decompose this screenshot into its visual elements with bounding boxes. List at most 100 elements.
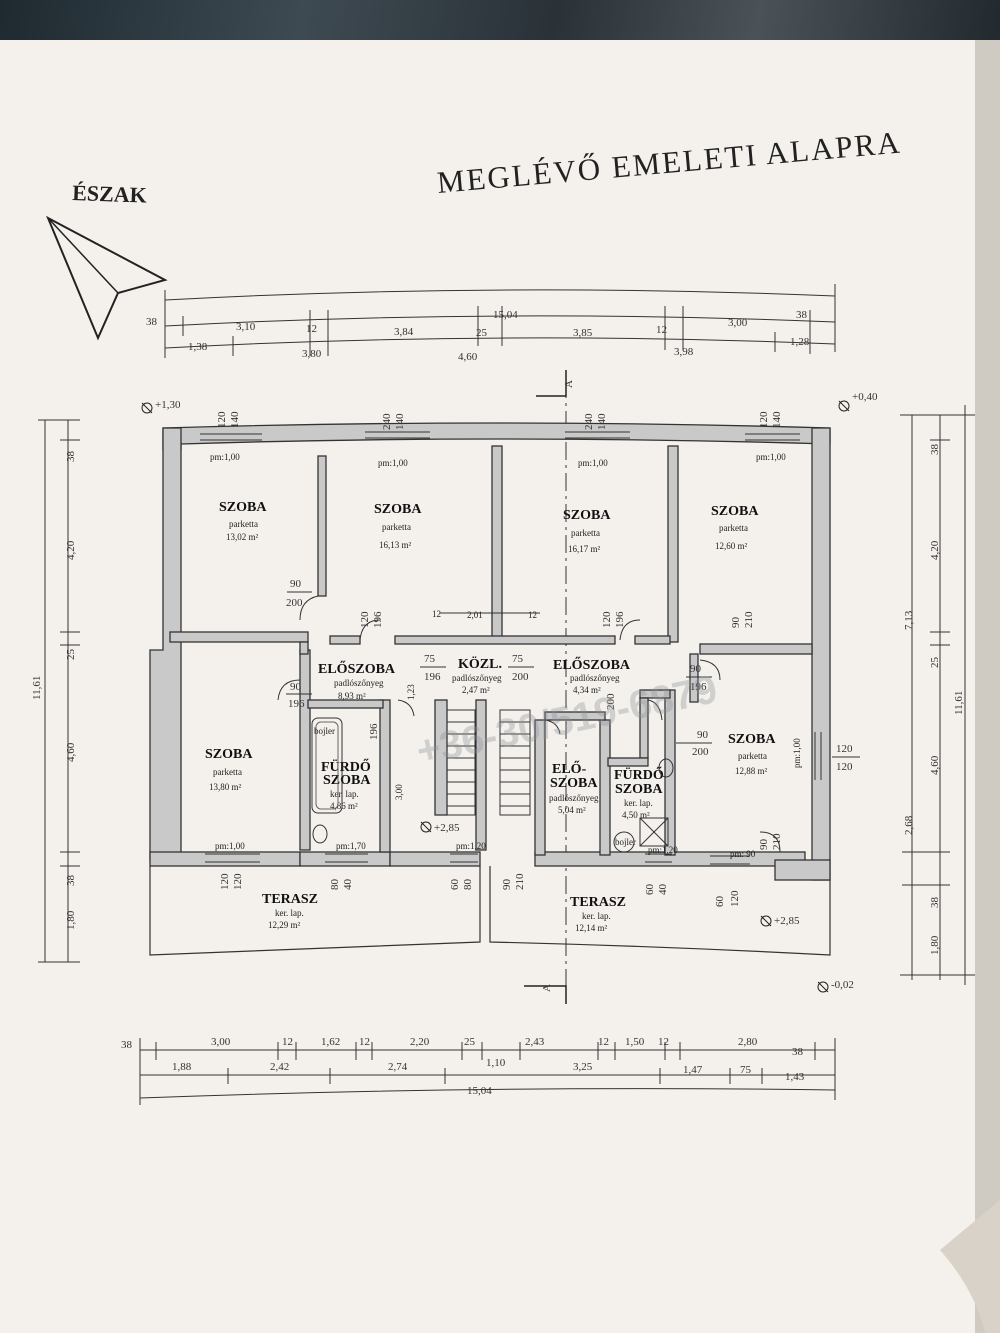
svg-text:12,88 m²: 12,88 m² bbox=[735, 766, 768, 776]
svg-text:8,93 m²: 8,93 m² bbox=[338, 691, 366, 701]
bottom-dim-12: 12 bbox=[658, 1036, 669, 1048]
bottom-dim-10: 12 bbox=[598, 1036, 609, 1048]
svg-text:16,13 m²: 16,13 m² bbox=[379, 540, 412, 550]
svg-text:4,34 m²: 4,34 m² bbox=[573, 685, 601, 695]
bottom-dim-20: 75 bbox=[740, 1064, 752, 1076]
svg-text:ker. lap.: ker. lap. bbox=[624, 798, 653, 808]
svg-text:4,86 m²: 4,86 m² bbox=[330, 801, 358, 811]
level-marker-icon-2 bbox=[420, 821, 829, 993]
svg-text:FÜRDŐ: FÜRDŐ bbox=[321, 758, 371, 775]
north-arrow-icon bbox=[46, 215, 168, 341]
right-total-dim: 11,61 bbox=[953, 691, 965, 715]
win-n4-w: 140 bbox=[771, 411, 783, 428]
boiler-label-1: bojler bbox=[314, 726, 335, 736]
bottom-dim-18: 3,25 bbox=[573, 1061, 593, 1073]
bottom-dim-5: 12 bbox=[359, 1036, 370, 1048]
win-s1-h: 120 bbox=[232, 873, 244, 890]
svg-text:ker. lap.: ker. lap. bbox=[275, 908, 304, 918]
door-9-h: 200 bbox=[692, 746, 709, 758]
svg-text:SZOBA: SZOBA bbox=[728, 732, 776, 747]
svg-text:TERASZ: TERASZ bbox=[262, 892, 318, 907]
page-curl bbox=[940, 1200, 1000, 1333]
boiler-label-2: bojler bbox=[615, 837, 636, 847]
top-dim-14: 1,28 bbox=[790, 336, 810, 348]
room-szoba-1: SZOBA parketta 13,02 m² bbox=[219, 500, 267, 542]
sill-n4: pm:1,00 bbox=[756, 452, 786, 462]
room-szoba-2: SZOBA parketta 16,13 m² bbox=[374, 502, 422, 550]
top-dim-9: 38 bbox=[796, 309, 808, 321]
room-furdo-1: FÜRDŐ SZOBA ker. lap. 4,86 m² bbox=[321, 758, 371, 811]
bottom-dim-9: 2,43 bbox=[525, 1036, 545, 1048]
win-s1-w: 120 bbox=[219, 873, 231, 890]
level-east: +2,85 bbox=[774, 915, 800, 927]
wall-12-a: 12 bbox=[432, 609, 441, 619]
sill-n3: pm:1,00 bbox=[578, 458, 608, 468]
wall-201: 2,01 bbox=[467, 610, 483, 620]
top-dim-4: 3,84 bbox=[394, 326, 414, 338]
door-8-w: 90 bbox=[690, 663, 702, 675]
sill-n2: pm:1,00 bbox=[378, 458, 408, 468]
left-dim-3: 25 bbox=[65, 649, 77, 661]
door-5-h: 196 bbox=[424, 671, 441, 683]
door-5-w: 75 bbox=[424, 653, 436, 665]
right-upper-dim: 7,13 bbox=[903, 610, 915, 630]
door-9-w: 90 bbox=[697, 729, 709, 741]
svg-text:SZOBA: SZOBA bbox=[615, 782, 663, 797]
toilet-icon bbox=[312, 758, 674, 844]
bathtub-icon bbox=[311, 717, 343, 814]
stair-123: 1,23 bbox=[406, 684, 416, 700]
bottom-dim-17: 2,74 bbox=[388, 1061, 408, 1073]
svg-text:13,80 m²: 13,80 m² bbox=[209, 782, 242, 792]
room-eloszoba-1: ELŐSZOBA padlószőnyeg 8,93 m² bbox=[318, 660, 396, 701]
svg-text:parketta: parketta bbox=[229, 519, 258, 529]
sill-s3: pm:1,20 bbox=[456, 841, 486, 851]
top-dim-3: 12 bbox=[306, 323, 317, 335]
bottom-dim-21: 1,43 bbox=[785, 1071, 805, 1083]
right-dimension-lines bbox=[900, 405, 975, 985]
openings-south bbox=[205, 853, 750, 865]
svg-text:TERASZ: TERASZ bbox=[570, 895, 626, 910]
sill-s5: pm: 90 bbox=[730, 849, 756, 859]
bottom-dim-1: 38 bbox=[121, 1039, 133, 1051]
door-8-h: 196 bbox=[690, 681, 707, 693]
sill-s1: pm:1,00 bbox=[215, 841, 245, 851]
svg-text:5,04 m²: 5,04 m² bbox=[558, 805, 586, 815]
section-marker-top bbox=[524, 370, 567, 1004]
top-dim-10: 1,38 bbox=[188, 341, 208, 353]
left-total-dim: 11,61 bbox=[31, 676, 43, 700]
stairs-icon bbox=[446, 709, 531, 816]
win-n2-w: 140 bbox=[394, 413, 406, 430]
svg-text:13,02 m²: 13,02 m² bbox=[226, 532, 259, 542]
svg-text:SZOBA: SZOBA bbox=[711, 504, 759, 519]
svg-text:parketta: parketta bbox=[738, 751, 767, 761]
left-dim-5: 38 bbox=[65, 875, 77, 887]
door-swings bbox=[277, 595, 781, 853]
level-center: +2,85 bbox=[434, 822, 460, 834]
shower-icon bbox=[639, 817, 669, 847]
win-n3-w: 140 bbox=[596, 413, 608, 430]
room-eloszoba-3: ELŐ- SZOBA padlószőnyeg 5,04 m² bbox=[549, 760, 599, 815]
door-4-w: 90 bbox=[730, 617, 742, 629]
bottom-total-dim: 15,04 bbox=[467, 1085, 492, 1097]
right-dim-4: 4,60 bbox=[929, 755, 941, 775]
stair-300: 3,00 bbox=[394, 784, 404, 800]
door-6-h: 200 bbox=[512, 671, 529, 683]
windows-north bbox=[200, 431, 800, 441]
right-lower-dim: 2,68 bbox=[903, 815, 915, 835]
bottom-dimension-lines bbox=[139, 1038, 836, 1105]
right-dim-6: 1,80 bbox=[929, 935, 941, 955]
sill-s2: pm:1,70 bbox=[336, 841, 366, 851]
boiler-icon bbox=[613, 831, 635, 853]
svg-text:parketta: parketta bbox=[382, 522, 411, 532]
sill-e: pm:1,00 bbox=[792, 738, 802, 768]
top-dim-12: 4,60 bbox=[458, 351, 478, 363]
door-s7-w: 90 bbox=[758, 839, 770, 851]
door-1-w: 90 bbox=[290, 578, 302, 590]
top-dim-6: 3,85 bbox=[573, 327, 593, 339]
left-dim-2: 4,20 bbox=[65, 540, 77, 560]
svg-text:SZOBA: SZOBA bbox=[219, 500, 267, 515]
top-dim-7: 12 bbox=[656, 324, 667, 336]
terrace-east: TERASZ ker. lap. 12,14 m² bbox=[489, 866, 831, 956]
level-marker-icon bbox=[141, 400, 850, 414]
top-dim-8: 3,00 bbox=[728, 317, 748, 329]
